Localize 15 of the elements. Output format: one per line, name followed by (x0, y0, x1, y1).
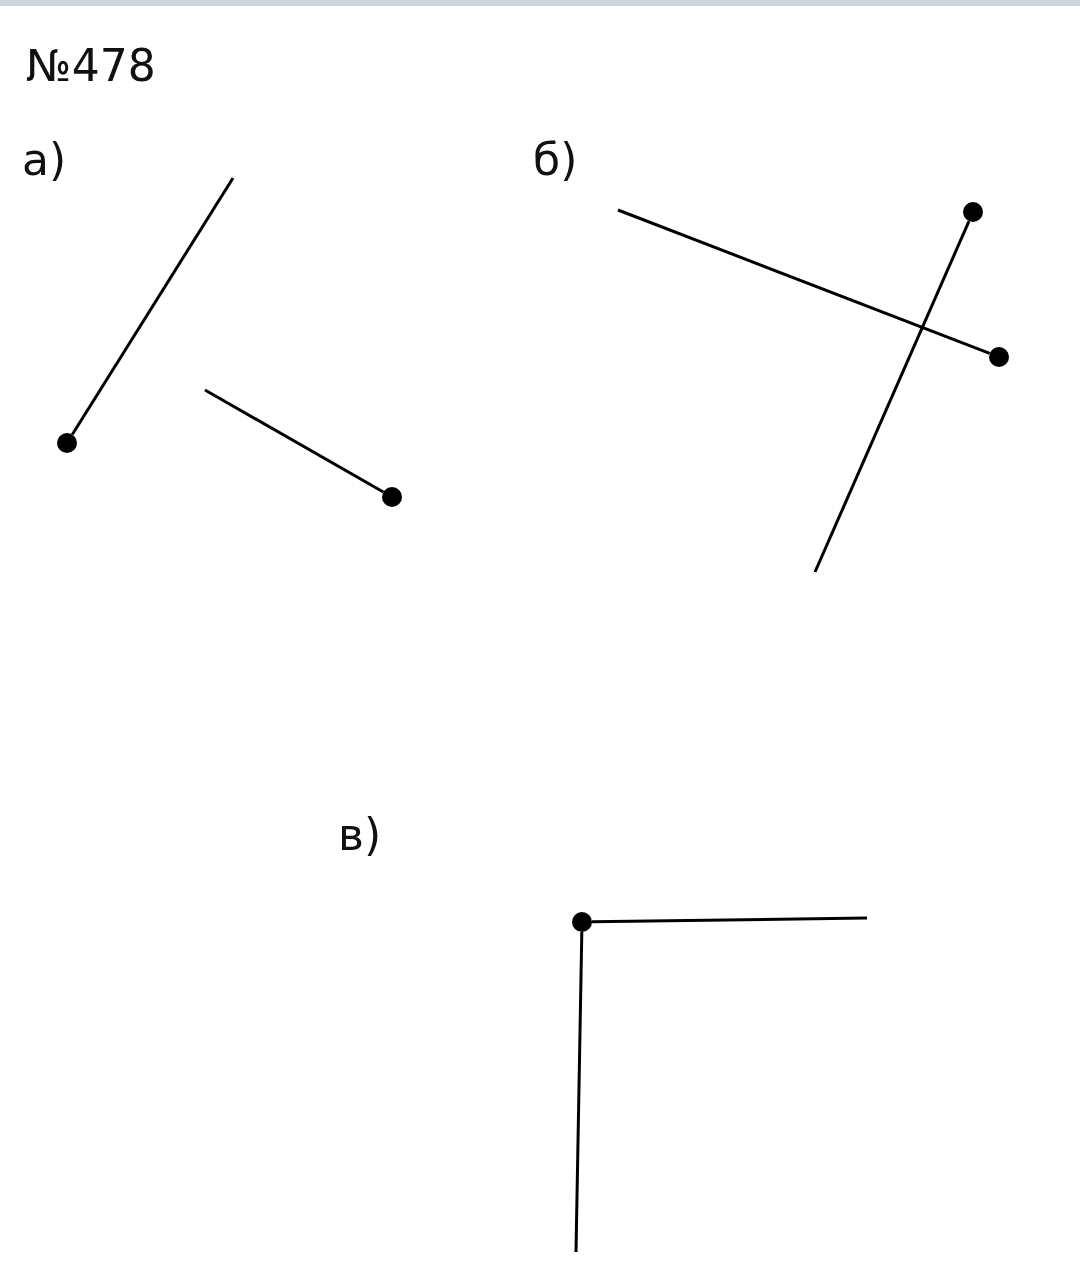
part-label: в) (338, 813, 382, 857)
ray (813, 220, 971, 573)
ray (204, 388, 385, 494)
endpoint-dot (572, 912, 592, 932)
endpoint-dot (989, 347, 1009, 367)
ray (71, 177, 235, 436)
endpoint-dot (57, 433, 77, 453)
part-label: б) (533, 138, 578, 182)
endpoint-dot (382, 487, 402, 507)
part-label: а) (22, 138, 67, 182)
ray (574, 931, 584, 1253)
ray (591, 916, 868, 924)
endpoint-dot (963, 202, 983, 222)
ray (617, 208, 991, 355)
exercise-number: №478 (26, 44, 156, 88)
